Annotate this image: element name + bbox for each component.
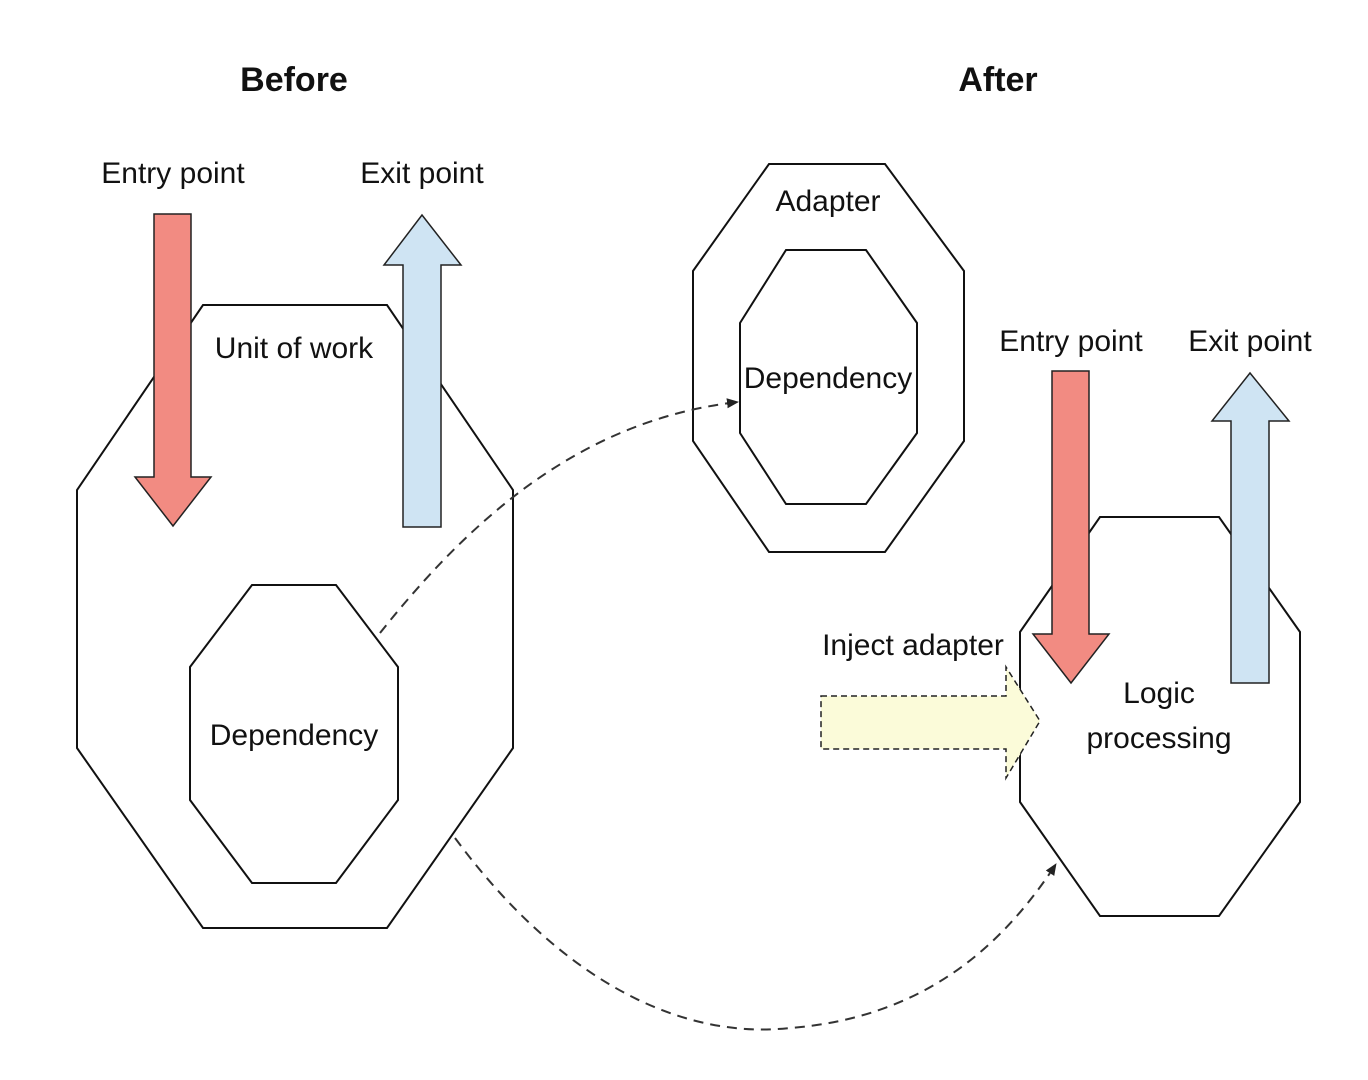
logic-label-line1: Logic [1123,677,1195,710]
before-exit-label: Exit point [360,157,484,190]
before-exit-arrow-icon [382,213,463,528]
dependency-to-adapter-connector [379,398,739,634]
before-dependency-shape [189,584,399,884]
adapter-dependency-label: Dependency [744,362,912,395]
after-entry-label: Entry point [999,325,1143,358]
after-entry-arrow-icon [1031,370,1111,685]
unit-of-work-label: Unit of work [215,332,374,365]
unit-to-logic-connector [454,837,1057,1031]
logic-label-line2: processing [1086,722,1231,755]
before-heading: Before [240,61,348,99]
inject-adapter-arrow-icon [820,664,1041,781]
before-dependency-label: Dependency [210,719,378,752]
adapter-dependency-shape [739,249,918,505]
before-entry-arrow-icon [133,213,213,528]
adapter-label: Adapter [775,185,880,218]
after-heading: After [958,61,1037,99]
after-exit-arrow-icon [1210,371,1291,684]
inject-adapter-label: Inject adapter [822,629,1004,662]
before-entry-label: Entry point [101,157,245,190]
after-exit-label: Exit point [1188,325,1312,358]
